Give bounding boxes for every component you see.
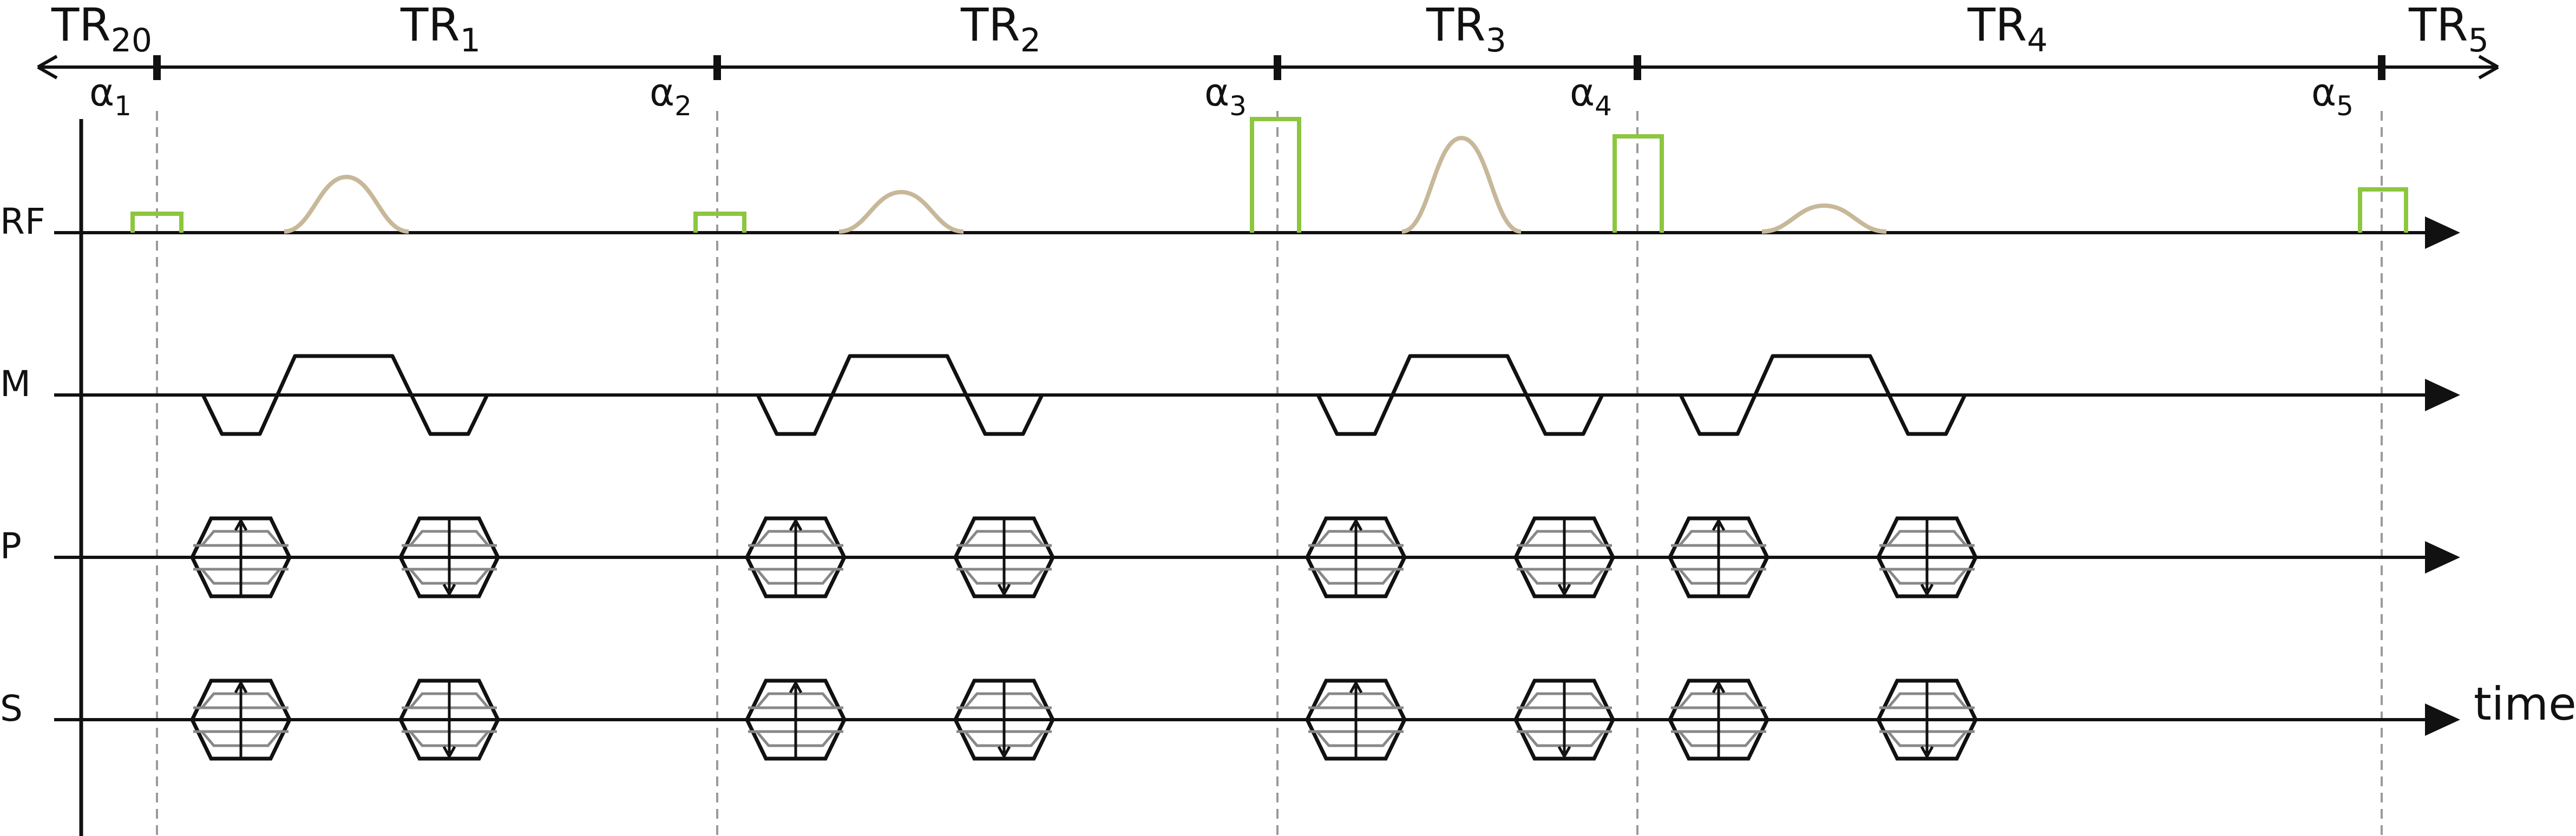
phase-encode-down bbox=[1878, 518, 1976, 596]
tr-timeline bbox=[37, 55, 2499, 80]
tr-label-20: TR20 bbox=[51, 0, 152, 60]
tr-labels: TR20 TR1 TR2 TR3 TR4 TR5 bbox=[51, 0, 2489, 60]
alpha-label-5: α5 bbox=[2311, 70, 2354, 122]
rf-pulse-alpha-4 bbox=[1613, 134, 1664, 233]
m-gradient-waveform bbox=[1679, 354, 1967, 436]
tr-label-1: TR1 bbox=[400, 0, 481, 60]
phase-encode-up bbox=[747, 518, 844, 596]
rf-pulse-alpha-1 bbox=[130, 212, 183, 233]
flip-angle-labels: α1 α2 α3 α4 α5 bbox=[89, 70, 2354, 122]
rf-pulse-alpha-5 bbox=[2358, 187, 2408, 233]
phase-encode-down bbox=[401, 518, 498, 596]
rf-excitation-pulses bbox=[130, 117, 2408, 233]
channel-baselines bbox=[54, 216, 2460, 736]
tr-timeline-left-arrowhead bbox=[37, 55, 58, 80]
alpha-label-2: α2 bbox=[650, 70, 692, 122]
p-arrowhead bbox=[2425, 541, 2460, 574]
alpha-label-1: α1 bbox=[89, 70, 132, 122]
time-axis-label: time bbox=[2474, 677, 2576, 730]
m-gradients bbox=[201, 354, 1967, 436]
phase-encode-down bbox=[1516, 518, 1613, 596]
readout-lobe bbox=[1401, 135, 1522, 234]
tr-label-5: TR5 bbox=[2408, 0, 2489, 60]
readout-lobe bbox=[838, 189, 964, 234]
rf-pulse-alpha-3 bbox=[1250, 117, 1301, 233]
tr-label-2: TR2 bbox=[960, 0, 1041, 60]
channel-label-rf: RF bbox=[0, 201, 45, 242]
tr-label-4: TR4 bbox=[1967, 0, 2048, 60]
channel-label-p: P bbox=[0, 525, 22, 567]
phase-encode-down bbox=[401, 681, 498, 759]
tr-timeline-right-arrowhead bbox=[2478, 55, 2499, 80]
m-gradient-waveform bbox=[201, 354, 489, 436]
m-gradient-waveform bbox=[756, 354, 1044, 436]
phase-encode-up bbox=[747, 681, 844, 759]
phase-encode-up bbox=[1307, 681, 1405, 759]
channel-labels: RF M P S bbox=[0, 201, 45, 729]
phase-encode-up bbox=[1670, 518, 1767, 596]
channel-label-m: M bbox=[0, 363, 31, 405]
phase-encode-up bbox=[1670, 681, 1767, 759]
m-gradient-waveform bbox=[1316, 354, 1604, 436]
s-arrowhead bbox=[2425, 703, 2460, 736]
phase-encode-down bbox=[955, 518, 1053, 596]
m-arrowhead bbox=[2425, 379, 2460, 411]
readout-lobe bbox=[284, 174, 409, 234]
alpha-label-4: α4 bbox=[1570, 70, 1612, 122]
readout-lobe bbox=[1761, 203, 1887, 234]
phase-encode-up bbox=[1307, 518, 1405, 596]
channel-label-s: S bbox=[0, 688, 23, 729]
rf-pulse-alpha-2 bbox=[693, 212, 746, 233]
tr-label-3: TR3 bbox=[1426, 0, 1506, 60]
alpha-label-3: α3 bbox=[1204, 70, 1247, 122]
phase-encode-down bbox=[955, 681, 1053, 759]
phase-encode-up bbox=[192, 518, 290, 596]
rf-arrowhead bbox=[2425, 216, 2460, 249]
phase-encode-down bbox=[1516, 681, 1613, 759]
phase-encode-up bbox=[192, 681, 290, 759]
phase-encode-down bbox=[1878, 681, 1976, 759]
readout-lobes bbox=[284, 135, 1887, 234]
